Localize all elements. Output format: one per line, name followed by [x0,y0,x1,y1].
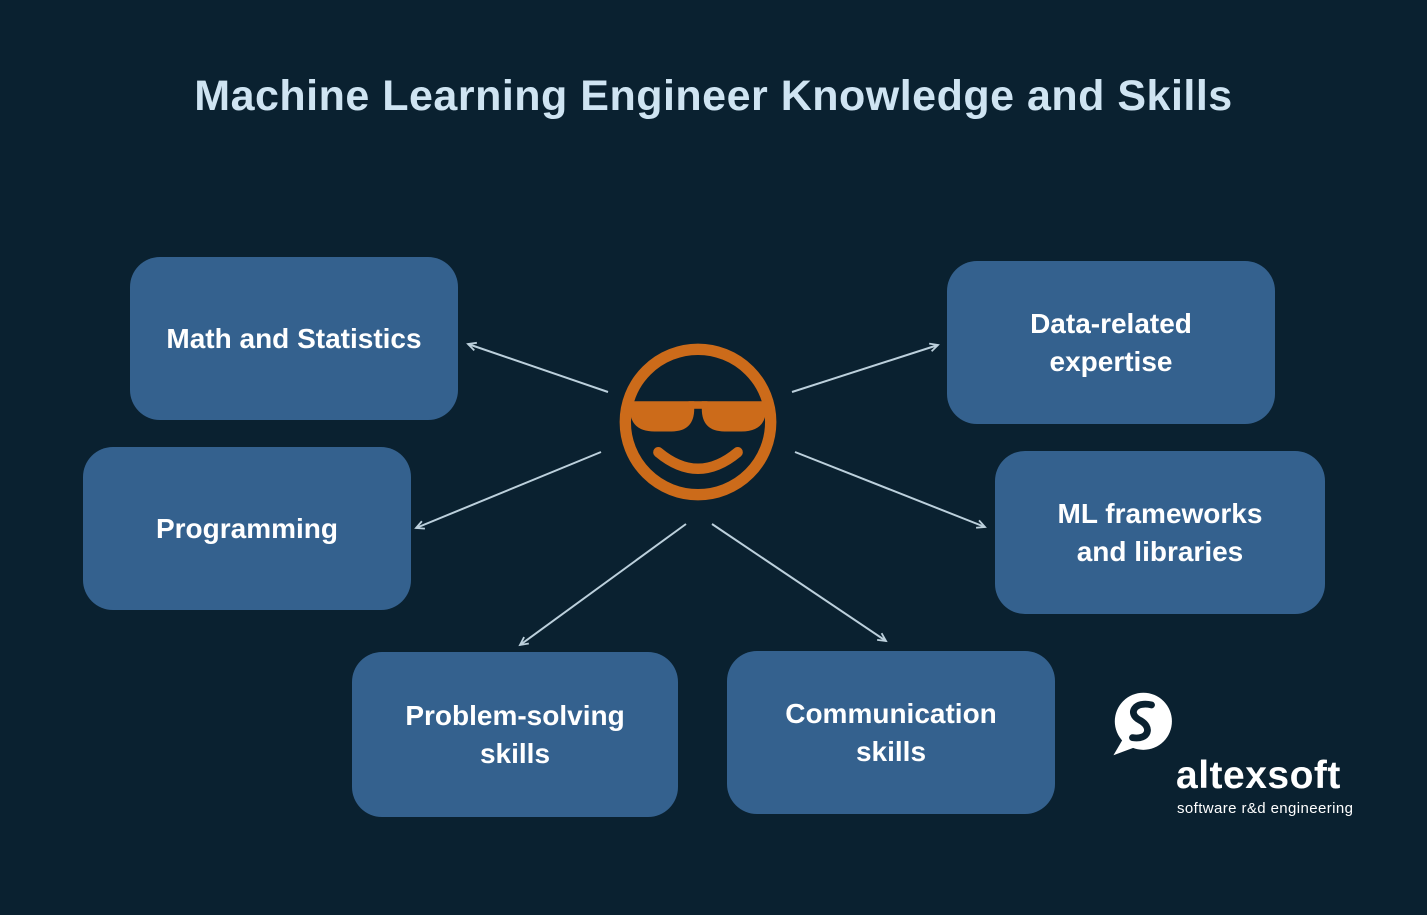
node-label: Problem-solving skills [405,699,625,769]
arrow-to-math [466,341,609,393]
altexsoft-logo-icon [1113,692,1172,756]
page-title: Machine Learning Engineer Knowledge and … [194,72,1233,120]
node-data-related-expertise: Data-related expertise [947,261,1275,424]
logo-tagline: software r&d engineering [1177,800,1354,817]
node-label: Math and Statistics [166,322,422,354]
arrow-to-ml [794,451,987,529]
arrow-to-problem [518,523,687,647]
arrow-to-communication [711,523,888,643]
sunglasses-smiley-icon [613,337,783,507]
arrow-to-data [791,342,940,393]
logo-wordmark: altexsoft [1176,754,1341,797]
node-label: Data-related expertise [1030,307,1192,377]
node-ml-frameworks-and-libraries: ML frameworks and libraries [995,451,1325,614]
node-label: ML frameworks and libraries [1057,497,1263,567]
node-problem-solving-skills: Problem-solving skills [352,652,678,817]
node-label: Programming [155,512,339,544]
node-programming: Programming [83,447,411,610]
arrow-to-programming [414,451,602,530]
altexsoft-logo: altexsoft software r&d engineering [1108,690,1378,820]
node-label: Communication skills [785,697,997,767]
node-communication-skills: Communication skills [727,651,1055,814]
node-math-and-statistics: Math and Statistics [130,257,458,420]
